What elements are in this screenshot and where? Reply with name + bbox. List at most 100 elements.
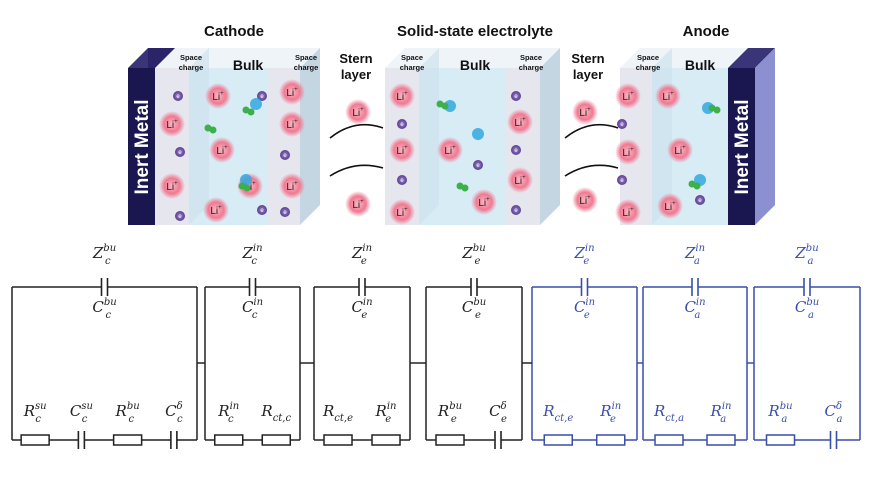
lithium-ion-13: Li+ [389,199,415,225]
svg-text:Li+: Li+ [286,87,298,99]
svg-text:Li+: Li+ [579,107,591,119]
capacitor-c-bulk-1 [77,431,86,449]
svg-text:e: e [476,163,480,169]
lithium-ion-24: Li+ [667,137,693,163]
space-charge-label-5b: charge [636,63,661,72]
green-ion-4 [456,182,469,192]
electrolyte-header: Solid-state electrolyte [397,23,553,40]
lithium-ion-19: Li+ [572,187,598,213]
lithium-ion-8: Li+ [279,173,305,199]
lithium-ion-17: Li+ [507,167,533,193]
resistor-e-int-a-1 [596,434,626,446]
space-charge-label-4b: charge [519,63,544,72]
resistor-a-bulk-0 [765,434,796,446]
space-charge-label-3b: charge [400,63,425,72]
svg-text:Li+: Li+ [444,145,456,157]
lithium-ion-21: Li+ [615,139,641,165]
svg-text:Li+: Li+ [396,91,408,103]
resistor-c-int-0 [214,434,244,446]
svg-text:Li+: Li+ [286,181,298,193]
electron-7: e [397,119,407,129]
stern-label-2a: Stern [571,51,604,66]
resistor-c-bulk-0 [20,434,50,446]
electron-3: e [257,91,267,101]
green-ion-3 [436,100,449,110]
lithium-ion-1: Li+ [159,173,185,199]
lithium-ion-18: Li+ [572,99,598,125]
svg-text:Li+: Li+ [662,91,674,103]
left-inert-metal-label: Inert Metal [132,99,153,194]
svg-text:Li+: Li+ [664,201,676,213]
label-a-int-0: Rct,a [653,402,684,424]
electron-11: e [511,145,521,155]
electrolyte-bulk-label: Bulk [460,57,491,73]
lithium-ion-20: Li+ [615,83,641,109]
space-charge-label-2b: charge [294,63,319,72]
anode-bulk-label: Bulk [685,57,716,73]
electron-6: e [280,207,290,217]
resistor-e-int-c-0 [323,434,353,446]
space-charge-label-1b: charge [179,63,204,72]
svg-text:e: e [514,94,518,100]
lithium-ion-9: Li+ [345,99,371,125]
lithium-ion-3: Li+ [209,137,235,163]
svg-text:e: e [514,148,518,154]
lithium-ion-2: Li+ [205,83,231,109]
svg-text:Li+: Li+ [396,207,408,219]
svg-text:e: e [620,178,624,184]
svg-text:Li+: Li+ [622,147,634,159]
green-ion-2 [238,182,251,192]
svg-text:e: e [178,214,182,220]
space-charge-label-4a: Space [520,53,542,62]
electron-8: e [397,175,407,185]
particle-layer: Li+ Li+ Li+ Li+ Li+ Li+ Li+ Li+ Li+ Li+ Li+ Li+ Li+ L… [159,79,721,225]
blue-ion-2 [472,128,484,140]
svg-text:e: e [178,150,182,156]
svg-text:Li+: Li+ [166,181,178,193]
green-ion-0 [204,124,217,134]
capacitor-a-bulk-1 [829,431,838,449]
stern-label-2b: layer [573,67,603,82]
svg-text:e: e [620,122,624,128]
svg-text:Li+: Li+ [622,207,634,219]
cathode-bulk-label: Bulk [233,57,264,73]
lithium-ion-25: Li+ [657,193,683,219]
svg-text:Li+: Li+ [212,91,224,103]
lithium-ion-11: Li+ [389,83,415,109]
svg-text:e: e [400,122,404,128]
stern-curves [329,123,619,177]
svg-text:Li+: Li+ [478,197,490,209]
svg-text:Li+: Li+ [514,175,526,187]
capacitor-e-bulk-1 [494,431,502,449]
svg-text:e: e [283,153,287,159]
label-e-int-a-0: Rct,e [542,402,573,424]
cathode-header: Cathode [204,23,264,40]
lithium-ion-22: Li+ [615,199,641,225]
lithium-ion-12: Li+ [389,137,415,163]
resistor-e-int-a-0 [543,434,573,446]
capacitor-c-bulk-3 [170,431,178,449]
electron-14: e [617,175,627,185]
